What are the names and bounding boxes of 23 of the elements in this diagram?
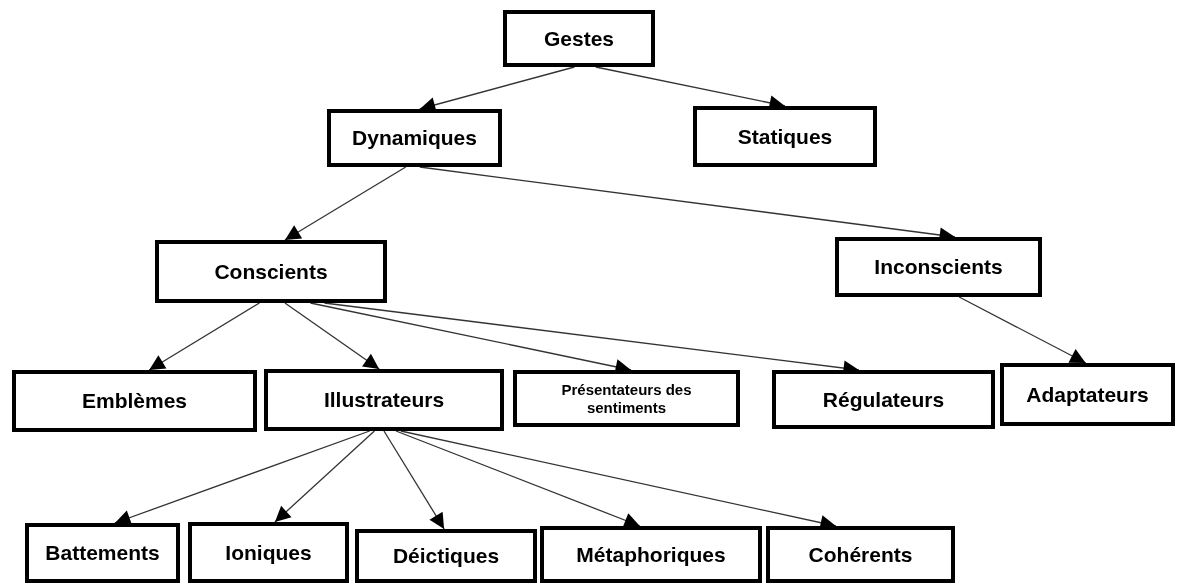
arrow [148, 302, 261, 371]
category-box: Gestes [503, 10, 655, 67]
category-box: Dynamiques [327, 109, 502, 167]
category-box: Emblèmes [12, 370, 257, 432]
arrow [274, 430, 376, 523]
category-box: Adaptateurs [1000, 363, 1175, 426]
arrow [284, 166, 407, 241]
category-box: Régulateurs [772, 370, 995, 429]
category-box: Ioniques [188, 522, 349, 583]
category-box: Déictiques [355, 529, 537, 583]
category-box: Statiques [693, 106, 877, 167]
category-box: Métaphoriques [540, 526, 762, 583]
category-box: Conscients [155, 240, 387, 303]
arrow [395, 430, 641, 528]
arrow [114, 430, 371, 525]
category-box: Inconscients [835, 237, 1042, 297]
category-box: Battements [25, 523, 180, 583]
category-box: Présentateurs des sentiments [513, 370, 740, 427]
category-box: Illustrateurs [264, 369, 504, 431]
category-box: Cohérents [766, 526, 955, 583]
arrow [383, 430, 445, 530]
arrow [958, 296, 1087, 364]
arrow [284, 302, 380, 370]
